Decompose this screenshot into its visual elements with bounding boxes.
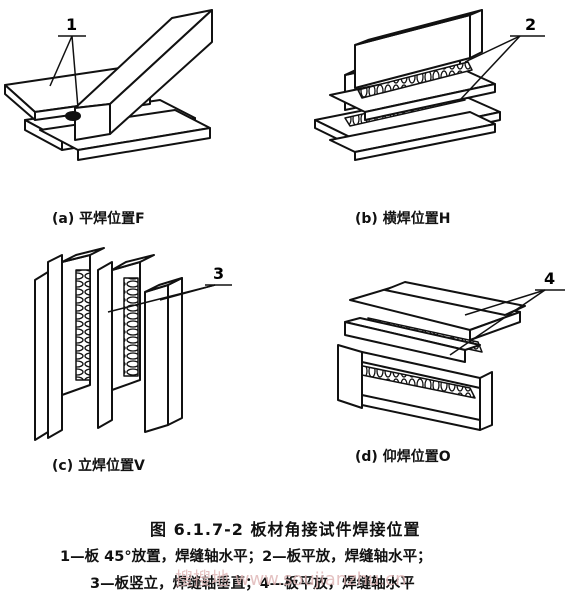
callout-1: 1 [66,15,77,34]
callout-3: 3 [213,264,224,283]
callout-4: 4 [544,269,555,288]
panel-a-caption: (a) 平焊位置F [52,211,145,227]
panel-c-drawing [34,247,183,441]
panel-d-caption: (d) 仰焊位置O [355,449,451,465]
callout-2: 2 [525,15,536,34]
panel-b-caption: (b) 横焊位置H [355,211,451,227]
callout-leaders [49,35,565,356]
watermark: 搜搜地 www.soujianzhu.cn [175,569,407,590]
panel-c-caption: (c) 立焊位置V [52,458,145,474]
panel-a-drawing [4,9,213,161]
legend-line-2: 3—板竖立，焊缝轴垂直；4—板平放，焊缝轴水平 [90,576,415,592]
legend-line-1: 1—板 45°放置，焊缝轴水平；2—板平放，焊缝轴水平； [60,549,432,565]
panel-b-drawing [314,9,501,161]
panel-d-drawing [337,281,526,431]
figure-title: 图 6.1.7-2 板材角接试件焊接位置 [150,520,421,539]
